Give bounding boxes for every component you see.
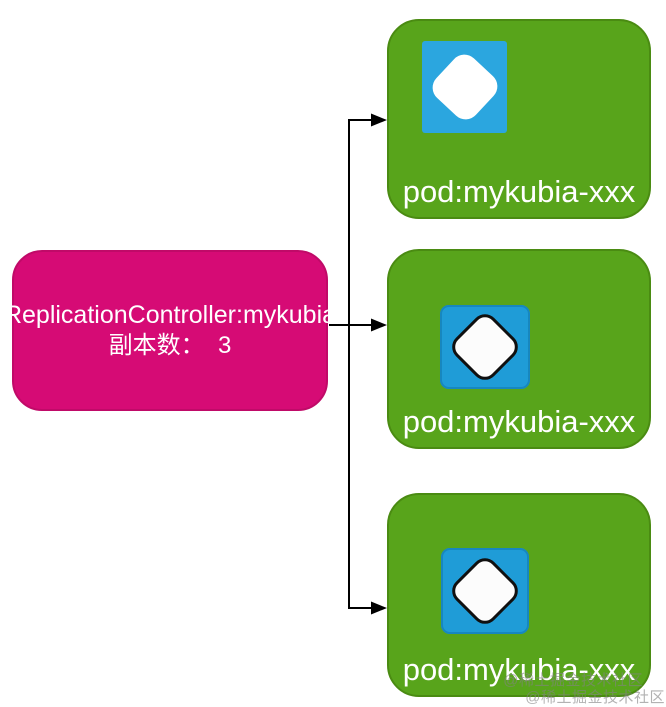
replication-controller-node: ReplicationController:mykubia 副本数： 3 xyxy=(4,250,336,411)
diamond-shape xyxy=(446,552,524,630)
arrow-head-top xyxy=(371,113,387,127)
watermark-line-2: @稀土掘金技术社区 xyxy=(525,689,665,706)
arrow-head-middle xyxy=(371,318,387,332)
watermark-line-1: @稀土掘金技术社区 xyxy=(503,672,643,689)
controller-title: ReplicationController:mykubia xyxy=(3,300,337,329)
pod-node-1: pod:mykubia-xxx xyxy=(387,19,651,219)
pod-label: pod:mykubia-xxx xyxy=(402,173,636,209)
pod-node-2: pod:mykubia-xxx xyxy=(387,249,651,449)
arrow-line-bottom xyxy=(348,325,371,609)
pod-icon xyxy=(440,305,530,389)
pod-label: pod:mykubia-xxx xyxy=(402,403,636,439)
pod-icon xyxy=(422,41,507,133)
pod-icon xyxy=(441,548,529,634)
pod-node-3: pod:mykubia-xxx xyxy=(387,493,651,697)
diamond-shape xyxy=(426,48,503,126)
controller-replica-count: 副本数： 3 xyxy=(108,332,232,360)
arrow-line-top xyxy=(348,119,371,325)
pod-label: pod:mykubia-xxx xyxy=(402,651,636,687)
arrow-head-bottom xyxy=(371,601,387,615)
diamond-shape xyxy=(446,308,524,386)
